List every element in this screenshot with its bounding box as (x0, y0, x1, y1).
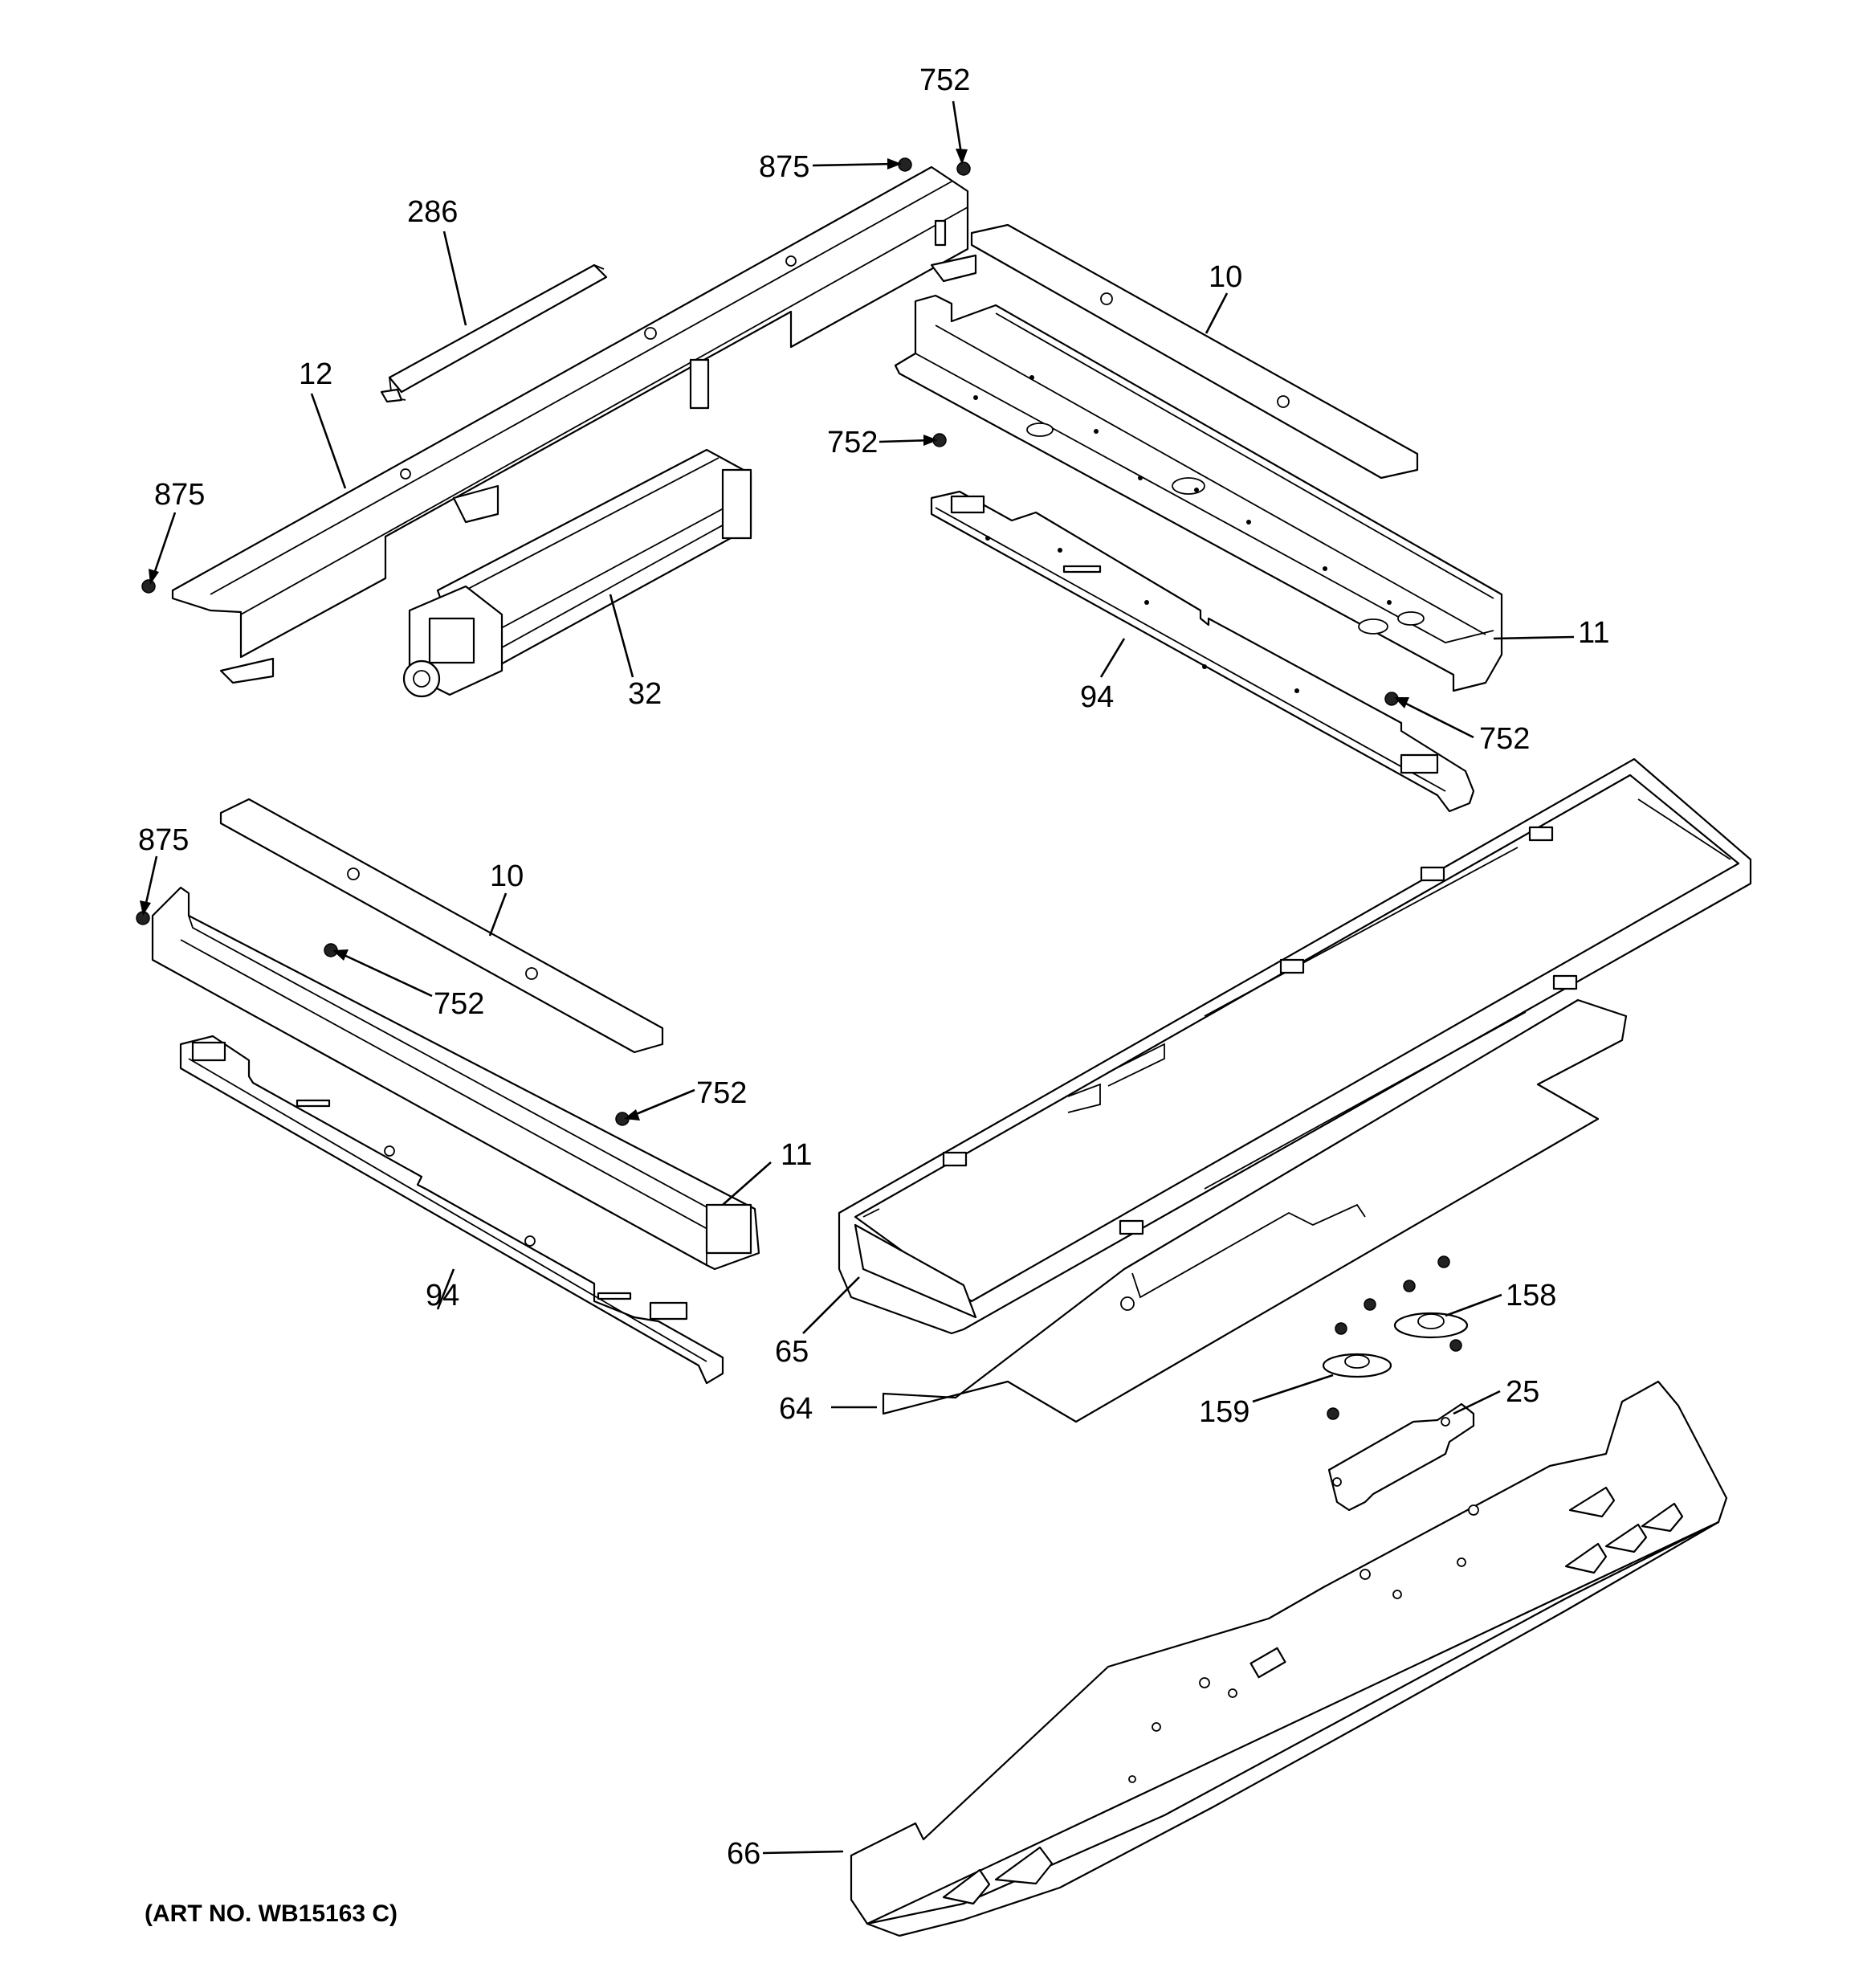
callout-labels: 752 875 286 12 875 32 10 752 11 94 752 8… (138, 63, 1609, 1871)
part-12-rail (171, 165, 977, 684)
part-10-strip-lower (219, 798, 664, 1054)
part-94-bracket-lower (179, 1035, 724, 1385)
part-159-thermostat (1322, 1353, 1392, 1378)
callout-752: 752 (434, 987, 484, 1021)
leader-lines (140, 100, 1575, 1855)
part-64-sheet (882, 998, 1628, 1423)
callout-65: 65 (775, 1335, 809, 1369)
callout-64: 64 (779, 1392, 813, 1426)
callout-752: 752 (919, 63, 970, 97)
callout-158: 158 (1506, 1279, 1556, 1312)
part-11-channel-upper (894, 294, 1503, 692)
part-10-strip-upper (970, 223, 1419, 480)
callout-66: 66 (727, 1837, 760, 1871)
part-11-channel-lower (151, 886, 760, 1271)
part-286-channel (380, 263, 608, 403)
art-number-caption: (ART NO. WB15163 C) (145, 1900, 397, 1927)
callout-10: 10 (1209, 260, 1242, 294)
callout-11: 11 (1578, 616, 1609, 650)
part-32-blower-motor (402, 448, 752, 698)
part-65-frame (838, 757, 1752, 1335)
callout-11: 11 (781, 1138, 812, 1172)
part-94-bracket-upper (930, 490, 1475, 813)
callout-875: 875 (138, 823, 189, 857)
callout-94: 94 (426, 1279, 459, 1312)
part-25-bracket (1327, 1402, 1475, 1512)
part-66-bottom-panel (850, 1380, 1728, 1937)
callout-286: 286 (407, 195, 458, 229)
part-158-thermostat (1393, 1312, 1469, 1339)
callout-10: 10 (490, 859, 524, 893)
callout-159: 159 (1199, 1395, 1249, 1429)
thermostat-screws (1327, 1255, 1462, 1420)
callout-752: 752 (696, 1076, 747, 1110)
callout-32: 32 (628, 677, 662, 711)
callout-875: 875 (154, 478, 205, 512)
callout-752: 752 (827, 426, 878, 459)
callout-752: 752 (1479, 722, 1530, 756)
callout-94: 94 (1080, 680, 1114, 714)
callout-12: 12 (299, 357, 332, 391)
callout-875: 875 (759, 150, 809, 184)
callout-25: 25 (1506, 1375, 1539, 1409)
